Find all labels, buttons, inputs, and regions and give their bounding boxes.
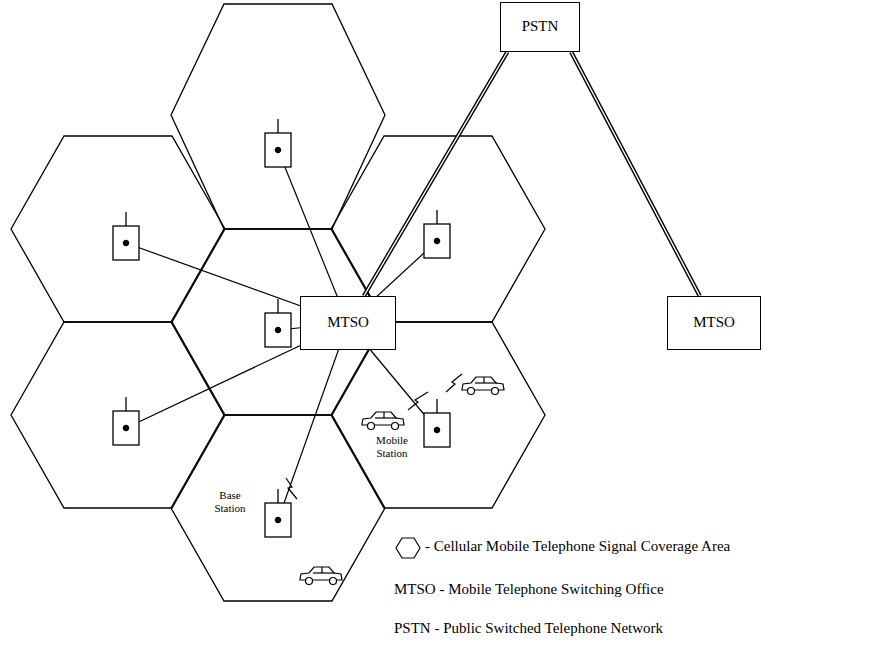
car-symbol <box>362 412 404 430</box>
base-station-symbol-part <box>434 238 439 243</box>
car-symbol-part <box>383 412 384 418</box>
car-symbol <box>462 377 504 395</box>
base-station-symbol-part <box>277 299 278 313</box>
car-symbol-part <box>483 377 484 383</box>
box-text: PSTN <box>522 18 559 35</box>
trunk-outer-line <box>364 52 507 296</box>
base-station-symbol-part <box>113 226 139 260</box>
trunk-inner-gap <box>571 52 700 296</box>
base-station-wires <box>126 150 437 520</box>
car-symbol-part <box>468 388 475 395</box>
base-station-symbol <box>265 299 291 347</box>
base-station-symbol-part <box>125 212 126 226</box>
coverage-hexagon <box>171 229 385 415</box>
mobile-station-label: Mobile Station <box>367 434 417 459</box>
base-station-symbol <box>424 210 450 258</box>
coverage-hexagon <box>171 415 385 601</box>
network-box: PSTN <box>500 2 580 52</box>
base-station-symbol-part <box>275 327 280 332</box>
base-station-symbol-part <box>436 399 437 413</box>
base-station-symbol-part <box>123 425 128 430</box>
base-station-symbol-part <box>123 240 128 245</box>
car-symbol-part <box>313 572 335 573</box>
trunk-connector <box>571 52 700 296</box>
base-stations <box>113 119 450 537</box>
base-station-symbol <box>113 212 139 260</box>
switching-office-box: MTSO <box>300 296 396 350</box>
box-text: MTSO <box>327 314 369 331</box>
car-symbol-part <box>330 578 337 585</box>
base-station-symbol-part <box>275 517 280 522</box>
base-station-symbol-part <box>265 313 291 347</box>
trunk-connector <box>364 52 507 296</box>
coverage-hexagons <box>11 4 545 601</box>
base-station-symbol-part <box>277 489 278 503</box>
legend-text: PSTN - Public Switched Telephone Network <box>394 620 663 637</box>
car-symbol-part <box>492 388 499 395</box>
legend-entry: MTSO - Mobile Telephone Switching Office <box>394 581 664 598</box>
car-symbol <box>300 567 342 585</box>
legend-text: MTSO - Mobile Telephone Switching Office <box>394 581 664 598</box>
legend-text: - Cellular Mobile Telephone Signal Cover… <box>425 538 730 555</box>
base-station-symbol-part <box>424 413 450 447</box>
base-station-symbol-part <box>277 119 278 133</box>
coverage-hexagon <box>11 322 225 508</box>
car-symbol-part <box>368 423 375 430</box>
base-station-symbol-part <box>434 427 439 432</box>
base-station-symbol-part <box>436 210 437 224</box>
coverage-hexagon <box>171 4 385 229</box>
radio-links <box>286 374 462 499</box>
box-text: MTSO <box>693 314 735 331</box>
base-station-symbol <box>424 399 450 447</box>
base-station-symbol-part <box>125 397 126 411</box>
car-symbol-part <box>475 382 497 383</box>
legend-entry: PSTN - Public Switched Telephone Network <box>394 620 663 637</box>
legend-hexagon-sample <box>396 538 420 558</box>
base-station-symbol-part <box>275 147 280 152</box>
car-symbol-part <box>321 567 322 573</box>
base-station-symbol <box>265 119 291 167</box>
radio-bolt <box>408 392 428 410</box>
base-station-wires-part <box>278 323 348 520</box>
trunk-inner-gap <box>364 52 507 296</box>
coverage-hexagon <box>11 136 225 322</box>
switching-office-box: MTSO <box>667 296 761 350</box>
car-symbol-part <box>375 417 397 418</box>
car-symbol-part <box>306 578 313 585</box>
car-symbol-part <box>392 423 399 430</box>
radio-bolt <box>286 478 297 499</box>
base-station-symbol-part <box>265 133 291 167</box>
trunk-outer-line <box>571 52 700 296</box>
base-station-symbol <box>113 397 139 445</box>
radio-bolt <box>446 374 462 392</box>
base-station-symbol-part <box>424 224 450 258</box>
base-station-symbol-part <box>265 503 291 537</box>
base-station-symbol-part <box>113 411 139 445</box>
base-station-label: Base Station <box>208 489 252 514</box>
legend-entry: - Cellular Mobile Telephone Signal Cover… <box>425 538 730 555</box>
base-station-symbol <box>265 489 291 537</box>
